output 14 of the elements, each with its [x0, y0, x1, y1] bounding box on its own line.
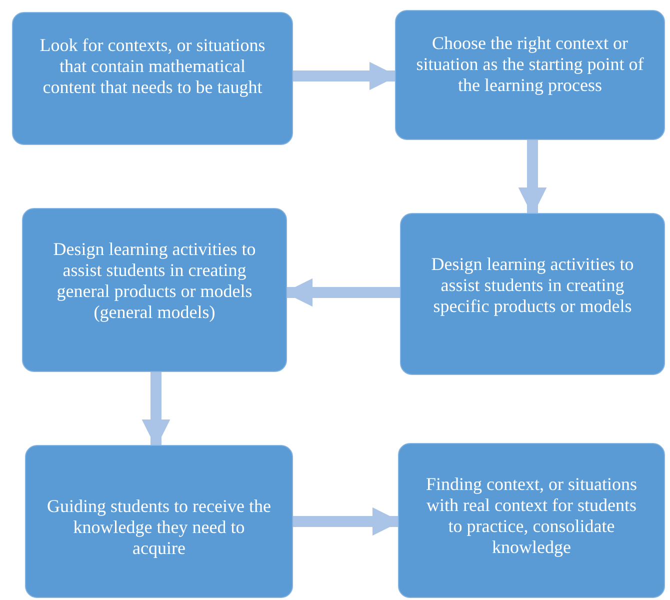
process-box: [25, 445, 293, 598]
step-text: Design learning activities to assist students in creating specific products or models: [430, 254, 635, 317]
step-text: Design learning activities to assist students in creating general products or models (general models): [52, 239, 257, 323]
step-text: Choose the right context or situation as the starting point of the learning process: [416, 33, 644, 96]
block-arrow: [142, 372, 170, 448]
process-box: [395, 10, 665, 140]
block-arrow: [518, 140, 547, 216]
process-box: [12, 12, 293, 145]
process-box: [400, 213, 665, 375]
process-box: [22, 208, 287, 372]
step-text: Guiding students to receive the knowledge they need to acquire: [46, 496, 272, 559]
step-text: Finding context, or situations with real context for students to practice, consolidate knowledge: [425, 474, 638, 558]
step-text: Look for contexts, or situations that contain mathematical content that needs to be taught: [38, 35, 266, 98]
process-box: [398, 443, 665, 598]
